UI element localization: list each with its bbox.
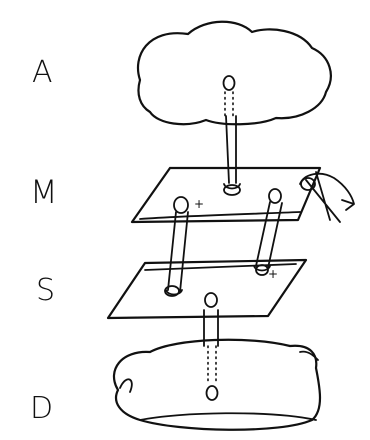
upper-plane-entry-node <box>223 184 241 196</box>
plus-icon-upper: + <box>194 197 204 211</box>
label-d: D <box>30 391 54 426</box>
label-s: S <box>36 273 56 308</box>
curved-arrow <box>299 171 355 223</box>
upper-left-node <box>173 196 189 214</box>
top-cloud-node <box>222 75 236 91</box>
upper-plane-crossline <box>139 211 301 220</box>
top-connector <box>223 115 241 190</box>
bottom-cloud <box>112 338 322 431</box>
bottom-cloud-node <box>205 385 219 401</box>
label-m: M <box>30 173 58 211</box>
lower-plane-crossline <box>144 263 297 271</box>
left-tube <box>165 211 189 296</box>
middle-right-node <box>268 188 282 204</box>
upper-right-node <box>300 177 316 191</box>
lower-plane-exit-node <box>204 292 218 308</box>
right-tube <box>253 201 283 272</box>
label-a: A <box>32 55 53 90</box>
top-cloud <box>136 20 332 126</box>
plus-icon-lower: + <box>268 267 278 281</box>
lower-plane <box>106 258 308 320</box>
left-tube-bottom-node <box>164 285 180 297</box>
upper-plane <box>130 166 322 224</box>
